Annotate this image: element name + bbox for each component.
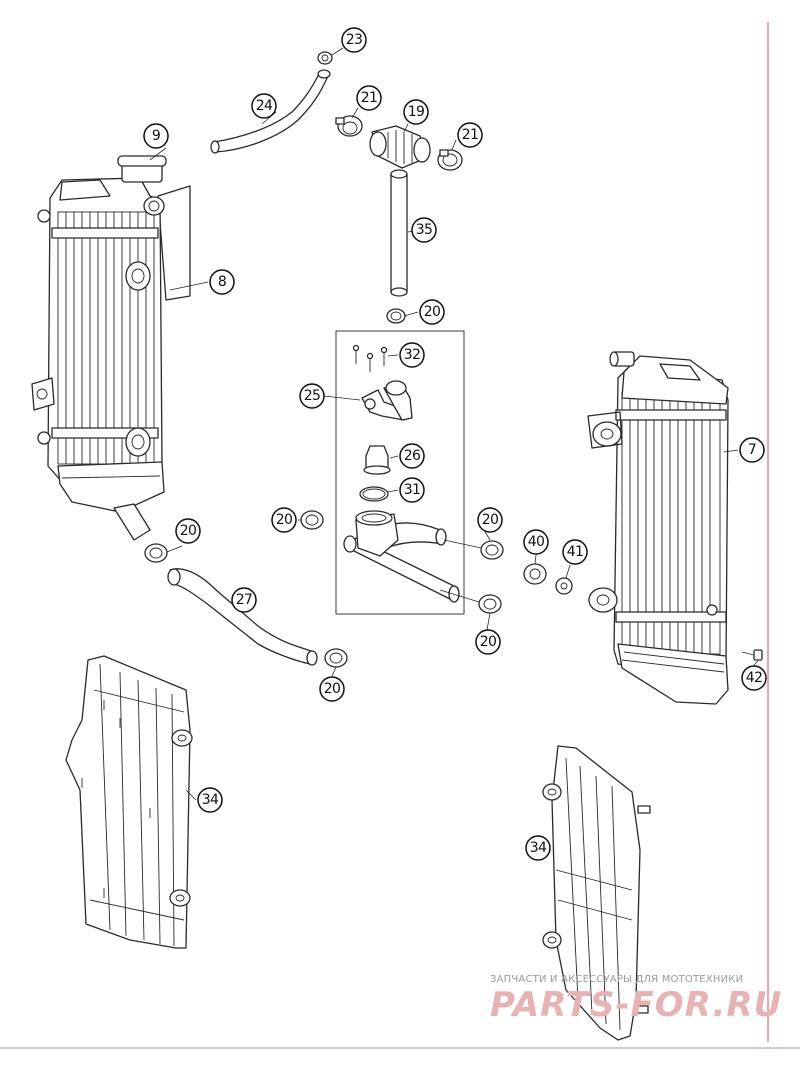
svg-text:21: 21 xyxy=(361,90,378,106)
callout-34: 34 xyxy=(525,835,551,861)
watermark-tagline: ЗАПЧАСТИ И АКСЕССУАРЫ ДЛЯ МОТОТЕХНИКИ xyxy=(490,974,743,985)
callout-21: 21 xyxy=(457,122,483,148)
svg-text:31: 31 xyxy=(404,482,421,498)
svg-text:42: 42 xyxy=(746,670,763,686)
svg-text:19: 19 xyxy=(408,104,425,120)
clamp-20-mid-right xyxy=(480,540,504,560)
callout-20: 20 xyxy=(477,507,503,533)
clamp-21-left xyxy=(335,115,363,137)
svg-text:25: 25 xyxy=(304,388,321,404)
svg-text:21: 21 xyxy=(462,127,479,143)
callout-41: 41 xyxy=(562,539,588,565)
callout-7: 7 xyxy=(739,437,765,463)
svg-text:24: 24 xyxy=(256,98,273,114)
callout-20: 20 xyxy=(475,629,501,655)
callout-26: 26 xyxy=(399,443,425,469)
thermostat-26 xyxy=(363,445,391,475)
svg-text:20: 20 xyxy=(324,681,341,697)
callout-24: 24 xyxy=(251,93,277,119)
right-radiator xyxy=(587,351,729,705)
callout-35: 35 xyxy=(411,217,437,243)
clamp-20-lower-right xyxy=(478,594,502,614)
callout-20: 20 xyxy=(271,507,297,533)
callout-42: 42 xyxy=(741,665,767,691)
o-ring-31 xyxy=(359,486,389,502)
watermark-brand: PARTS-FOR.RU xyxy=(490,985,782,1025)
left-radiator xyxy=(31,155,191,541)
clamp-20-left-radiator xyxy=(144,543,168,563)
callout-19: 19 xyxy=(403,99,429,125)
clip-23 xyxy=(317,51,333,65)
washer-41 xyxy=(555,577,573,595)
callout-31: 31 xyxy=(399,477,425,503)
svg-text:32: 32 xyxy=(404,347,421,363)
hose-27 xyxy=(167,568,318,666)
svg-text:20: 20 xyxy=(180,523,197,539)
clamp-20-bottom xyxy=(324,648,348,668)
grommet-40 xyxy=(523,563,547,585)
svg-text:7: 7 xyxy=(748,442,756,458)
callout-40: 40 xyxy=(523,529,549,555)
fitting-19 xyxy=(369,125,431,169)
right-shroud xyxy=(542,745,651,1041)
callout-32: 32 xyxy=(399,342,425,368)
svg-text:8: 8 xyxy=(218,274,226,290)
thermostat-assembly-frame xyxy=(335,330,465,615)
bolt-42 xyxy=(741,649,763,661)
hose-24 xyxy=(210,69,331,154)
svg-text:34: 34 xyxy=(530,840,547,856)
clamp-21-right xyxy=(437,149,463,171)
clamp-20-mid-left xyxy=(300,510,324,530)
svg-text:27: 27 xyxy=(236,592,253,608)
housing-with-hoses xyxy=(343,510,460,603)
callout-20: 20 xyxy=(419,299,445,325)
left-shroud xyxy=(65,655,193,949)
svg-text:20: 20 xyxy=(424,304,441,320)
svg-text:26: 26 xyxy=(404,448,421,464)
svg-text:9: 9 xyxy=(152,128,160,144)
svg-text:20: 20 xyxy=(482,512,499,528)
callout-23: 23 xyxy=(341,27,367,53)
svg-text:20: 20 xyxy=(276,512,293,528)
thermostat-housing-25 xyxy=(361,380,413,421)
svg-text:35: 35 xyxy=(416,222,433,238)
svg-text:20: 20 xyxy=(480,634,497,650)
clamp-20-upper xyxy=(386,308,406,324)
callout-25: 25 xyxy=(299,383,325,409)
svg-text:41: 41 xyxy=(567,544,584,560)
svg-text:40: 40 xyxy=(528,534,545,550)
callout-21: 21 xyxy=(356,85,382,111)
svg-text:34: 34 xyxy=(202,792,219,808)
pipe-35 xyxy=(390,169,408,297)
svg-text:23: 23 xyxy=(346,32,363,48)
callout-20: 20 xyxy=(175,518,201,544)
screws-32 xyxy=(352,344,388,372)
callout-20: 20 xyxy=(319,676,345,702)
callout-34: 34 xyxy=(197,787,223,813)
callout-27: 27 xyxy=(231,587,257,613)
callout-8: 8 xyxy=(209,269,235,295)
callout-9: 9 xyxy=(143,123,169,149)
